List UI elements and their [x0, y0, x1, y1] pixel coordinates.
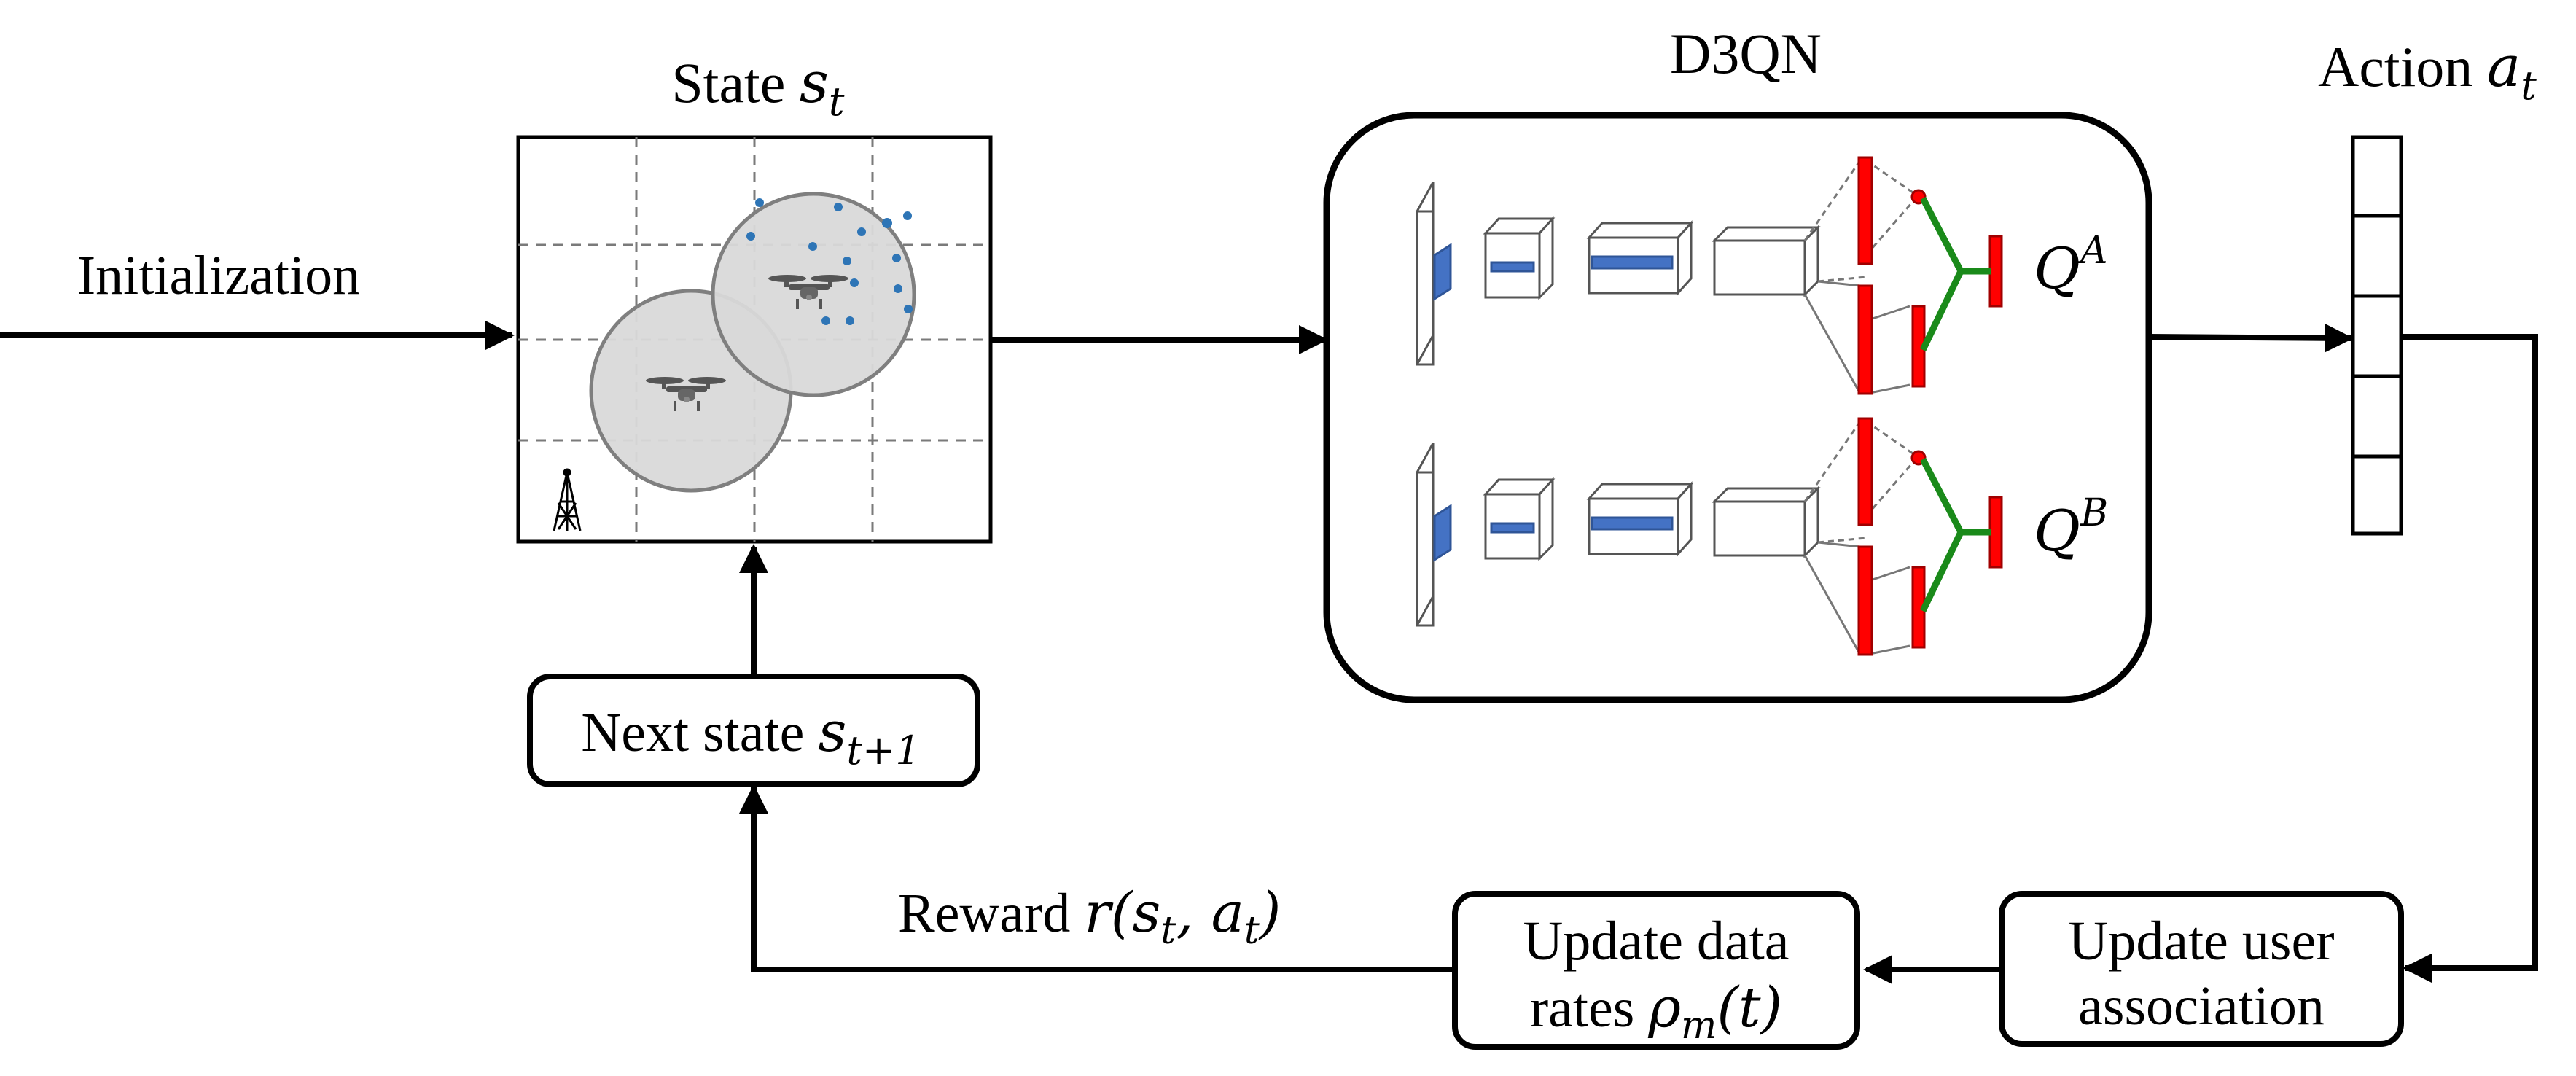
base-station-tower-icon [553, 468, 582, 531]
fc-layer [1857, 156, 1873, 265]
qb-label: QB [2034, 491, 2108, 564]
fc-output [1988, 235, 2003, 308]
action-to-user-arrow [2401, 334, 2538, 983]
d3qn-title: D3QN [1670, 22, 1822, 85]
update-data-line1: Update data [1523, 911, 1789, 972]
network-a [1416, 156, 2003, 395]
fc-layer [1857, 545, 1873, 656]
fc-layer [1857, 417, 1873, 526]
update-user-line1: Update user [2068, 911, 2334, 972]
reward-label: Reward r(st, at) [898, 880, 1281, 953]
update-user-line2: association [2078, 975, 2325, 1037]
initialization-label: Initialization [77, 245, 360, 306]
action-title: Action at [2318, 34, 2537, 109]
next-state-label: Next state st+1 [581, 699, 920, 773]
fc-layer [1857, 284, 1873, 395]
conv-filter [1433, 243, 1452, 301]
d3qn-box [1323, 112, 2152, 703]
d3qn-to-action-arrow [2148, 323, 2354, 353]
user-dots [746, 198, 913, 325]
conv-filter [1433, 504, 1452, 562]
network-b [1416, 417, 2003, 656]
action-vector [2351, 135, 2403, 536]
fc-output [1988, 496, 2003, 569]
rates-to-next-state-arrow [739, 784, 1455, 972]
qa-label: QA [2034, 229, 2108, 302]
state-grid [516, 135, 993, 544]
state-title: State st [671, 50, 845, 125]
update-data-line2: rates ρm(t) [1530, 975, 1782, 1048]
